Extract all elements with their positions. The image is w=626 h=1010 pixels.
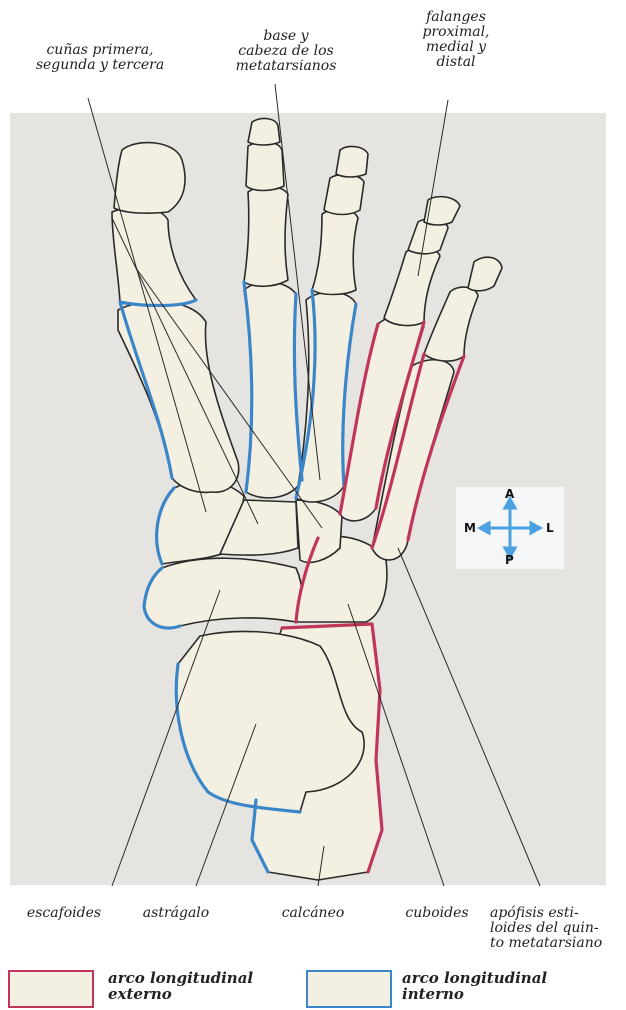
- falange-3-media-bone: [324, 175, 364, 215]
- legend-externo-line1: arco longitudinal: [108, 970, 253, 986]
- cuna-tercera-bone: [296, 500, 342, 562]
- label-astragalo: astrágalo: [126, 906, 226, 921]
- falange-proximal-1-bone: [112, 207, 196, 305]
- orientation-compass: A P M L: [456, 487, 564, 569]
- falange-distal-1-bone: [114, 143, 185, 214]
- legend-swatch-interno: [306, 970, 392, 1008]
- legend-interno-line1: arco longitudinal: [402, 970, 547, 986]
- label-apofisis: apófisis esti- loides del quin- to metat…: [490, 906, 618, 951]
- compass-anterior: A: [505, 487, 514, 501]
- falange-3-proximal-bone: [312, 209, 358, 294]
- escafoides-bone: [144, 558, 302, 628]
- legend-label-interno: arco longitudinal interno: [402, 970, 547, 1002]
- falange-2-media-bone: [246, 142, 284, 191]
- legend-swatch-externo: [8, 970, 94, 1008]
- label-escafoides: escafoides: [18, 906, 110, 921]
- legend-label-externo: arco longitudinal externo: [108, 970, 253, 1002]
- label-calcaneo: calcáneo: [270, 906, 356, 921]
- falange-5-distal-bone: [468, 257, 502, 291]
- falange-5-proximal-bone: [424, 287, 478, 361]
- metatarsal-1-bone: [118, 301, 239, 492]
- falange-3-distal-bone: [336, 147, 368, 177]
- label-apofisis-line3: to metatarsiano: [490, 936, 618, 951]
- compass-posterior: P: [505, 553, 514, 567]
- compass-medial: M: [464, 521, 476, 535]
- label-apofisis-line1: apófisis esti-: [490, 906, 618, 921]
- legend-interno-line2: interno: [402, 986, 547, 1002]
- falange-2-distal-bone: [248, 119, 280, 145]
- label-cuboides: cuboides: [392, 906, 482, 921]
- falange-4-proximal-bone: [384, 247, 440, 325]
- label-apofisis-line2: loides del quin-: [490, 921, 618, 936]
- falange-2-proximal-bone: [244, 186, 288, 286]
- compass-lateral: L: [546, 521, 554, 535]
- legend-externo-line2: externo: [108, 986, 253, 1002]
